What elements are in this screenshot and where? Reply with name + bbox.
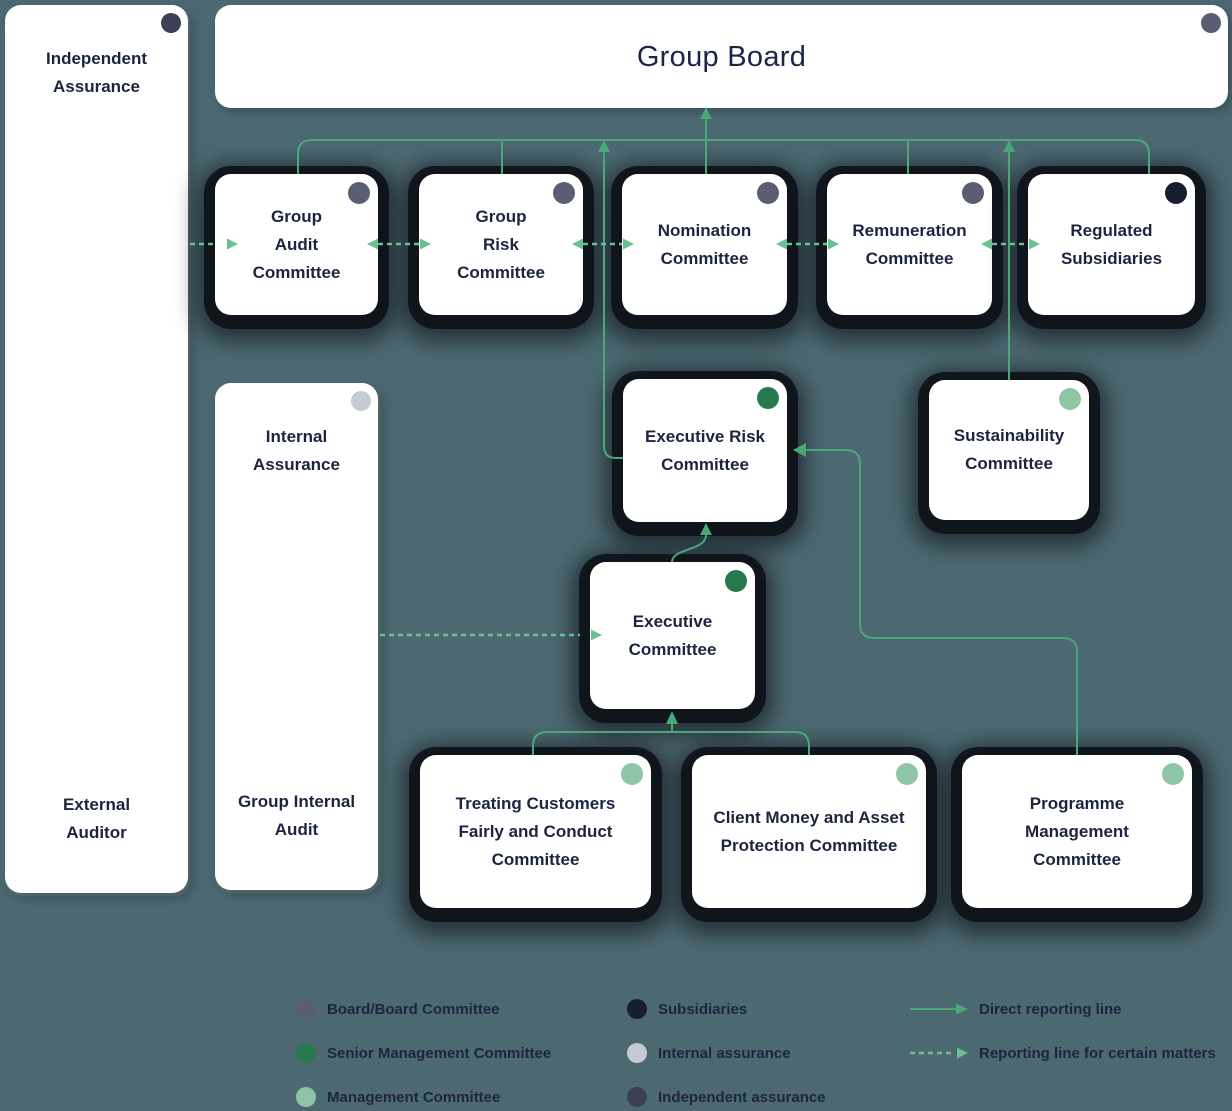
treating-customers-committee-label: Treating Customers Fairly and Conduct Co…: [455, 793, 616, 869]
legend-column-assurance: Subsidiaries Internal assurance Independ…: [627, 999, 826, 1107]
legend-label: Internal assurance: [658, 1044, 791, 1062]
board-dot-icon: [348, 182, 370, 204]
programme-management-committee-label: Programme Management Committee: [1025, 793, 1129, 869]
arrowhead-pmc-to-erc: [793, 443, 806, 457]
legend-item: Subsidiaries: [627, 999, 826, 1019]
senior-management-dot-icon: [725, 570, 747, 592]
legend-item: Reporting line for certain matters: [910, 1043, 1216, 1063]
legend-label: Reporting line for certain matters: [979, 1044, 1216, 1062]
node-group-audit-committee: Group Audit Committee: [215, 174, 378, 315]
legend-item: Senior Management Committee: [296, 1043, 551, 1063]
executive-committee-label: Executive Committee: [628, 611, 717, 659]
node-treating-customers-committee: Treating Customers Fairly and Conduct Co…: [420, 755, 651, 908]
edge-board-committees-spine: [297, 139, 1150, 174]
independent-assurance-label: Independent Assurance: [45, 49, 148, 96]
legend-item: Internal assurance: [627, 1043, 826, 1063]
regulated-subsidiaries-label: Regulated Subsidiaries: [1060, 220, 1163, 268]
edge-erc-to-board: [603, 152, 623, 459]
independent-assurance-dot-icon: [627, 1087, 647, 1107]
board-dot-icon: [962, 182, 984, 204]
internal-assurance-label: Internal Assurance: [253, 427, 340, 474]
node-client-money-committee: Client Money and Asset Protection Commit…: [692, 755, 926, 908]
management-dot-icon: [621, 763, 643, 785]
client-money-committee-label: Client Money and Asset Protection Commit…: [713, 807, 905, 855]
node-group-board: Group Board: [215, 5, 1228, 108]
nomination-committee-label: Nomination Committee: [657, 220, 752, 268]
subsidiaries-dot-icon: [1165, 182, 1187, 204]
board-dot-icon: [1201, 13, 1221, 33]
internal-assurance-dot-icon: [351, 391, 371, 411]
group-internal-audit-label: Group Internal Audit: [237, 792, 356, 839]
node-remuneration-committee: Remuneration Committee: [827, 174, 992, 315]
group-risk-committee-label: Group Risk Committee: [457, 206, 545, 282]
legend-label: Subsidiaries: [658, 1000, 748, 1018]
board-dot-icon: [757, 182, 779, 204]
node-executive-committee: Executive Committee: [590, 562, 755, 709]
group-audit-committee-label: Group Audit Committee: [252, 206, 341, 282]
internal-assurance-dot-icon: [627, 1043, 647, 1063]
legend-item: Direct reporting line: [910, 999, 1216, 1019]
legend-item: Independent assurance: [627, 1087, 826, 1107]
legend-label: Senior Management Committee: [327, 1044, 552, 1062]
legend-column-committees: Board/Board Committee Senior Management …: [296, 999, 551, 1107]
legend-item: Board/Board Committee: [296, 999, 551, 1019]
direct-reporting-line-icon: [910, 1003, 968, 1015]
node-group-risk-committee: Group Risk Committee: [419, 174, 583, 315]
board-dot-icon: [296, 999, 316, 1019]
board-dot-icon: [553, 182, 575, 204]
senior-management-dot-icon: [296, 1043, 316, 1063]
certain-matters-line-icon: [910, 1047, 968, 1059]
arrowhead-erc-to-board: [598, 140, 610, 152]
legend-column-lines: Direct reporting line Reporting line for…: [910, 999, 1216, 1063]
group-board-label: Group Board: [636, 40, 807, 73]
arrowhead-ec-to-erc: [700, 523, 712, 535]
management-dot-icon: [1162, 763, 1184, 785]
executive-risk-committee-label: Executive Risk Committee: [644, 426, 765, 474]
edge-bottom-committees-spine: [532, 731, 810, 755]
legend-item: Management Committee: [296, 1087, 551, 1107]
node-sustainability-committee: Sustainability Committee: [929, 380, 1089, 520]
edge-ec-to-erc: [671, 534, 707, 563]
legend-label: Management Committee: [327, 1088, 501, 1106]
senior-management-dot-icon: [757, 387, 779, 409]
arrowhead-to-group-board: [700, 107, 712, 119]
sustainability-committee-label: Sustainability Committee: [953, 426, 1065, 473]
management-dot-icon: [1059, 388, 1081, 410]
panel-independent-assurance: Independent Assurance External Auditor: [5, 5, 188, 893]
node-executive-risk-committee: Executive Risk Committee: [623, 379, 787, 522]
legend-label: Direct reporting line: [979, 1000, 1122, 1018]
legend-label: Board/Board Committee: [327, 1000, 500, 1018]
remuneration-committee-label: Remuneration Committee: [852, 220, 967, 268]
external-auditor-label: External Auditor: [62, 795, 131, 842]
node-programme-management-committee: Programme Management Committee: [962, 755, 1192, 908]
legend-label: Independent assurance: [658, 1088, 826, 1106]
subsidiaries-dot-icon: [627, 999, 647, 1019]
panel-internal-assurance: Internal Assurance Group Internal Audit: [215, 383, 378, 890]
management-dot-icon: [896, 763, 918, 785]
independent-assurance-dot-icon: [161, 13, 181, 33]
node-regulated-subsidiaries: Regulated Subsidiaries: [1028, 174, 1195, 315]
management-dot-icon: [296, 1087, 316, 1107]
arrowhead-sustainability-to-board: [1003, 140, 1015, 152]
node-nomination-committee: Nomination Committee: [622, 174, 787, 315]
arrowhead-bottom-to-ec: [666, 711, 678, 724]
